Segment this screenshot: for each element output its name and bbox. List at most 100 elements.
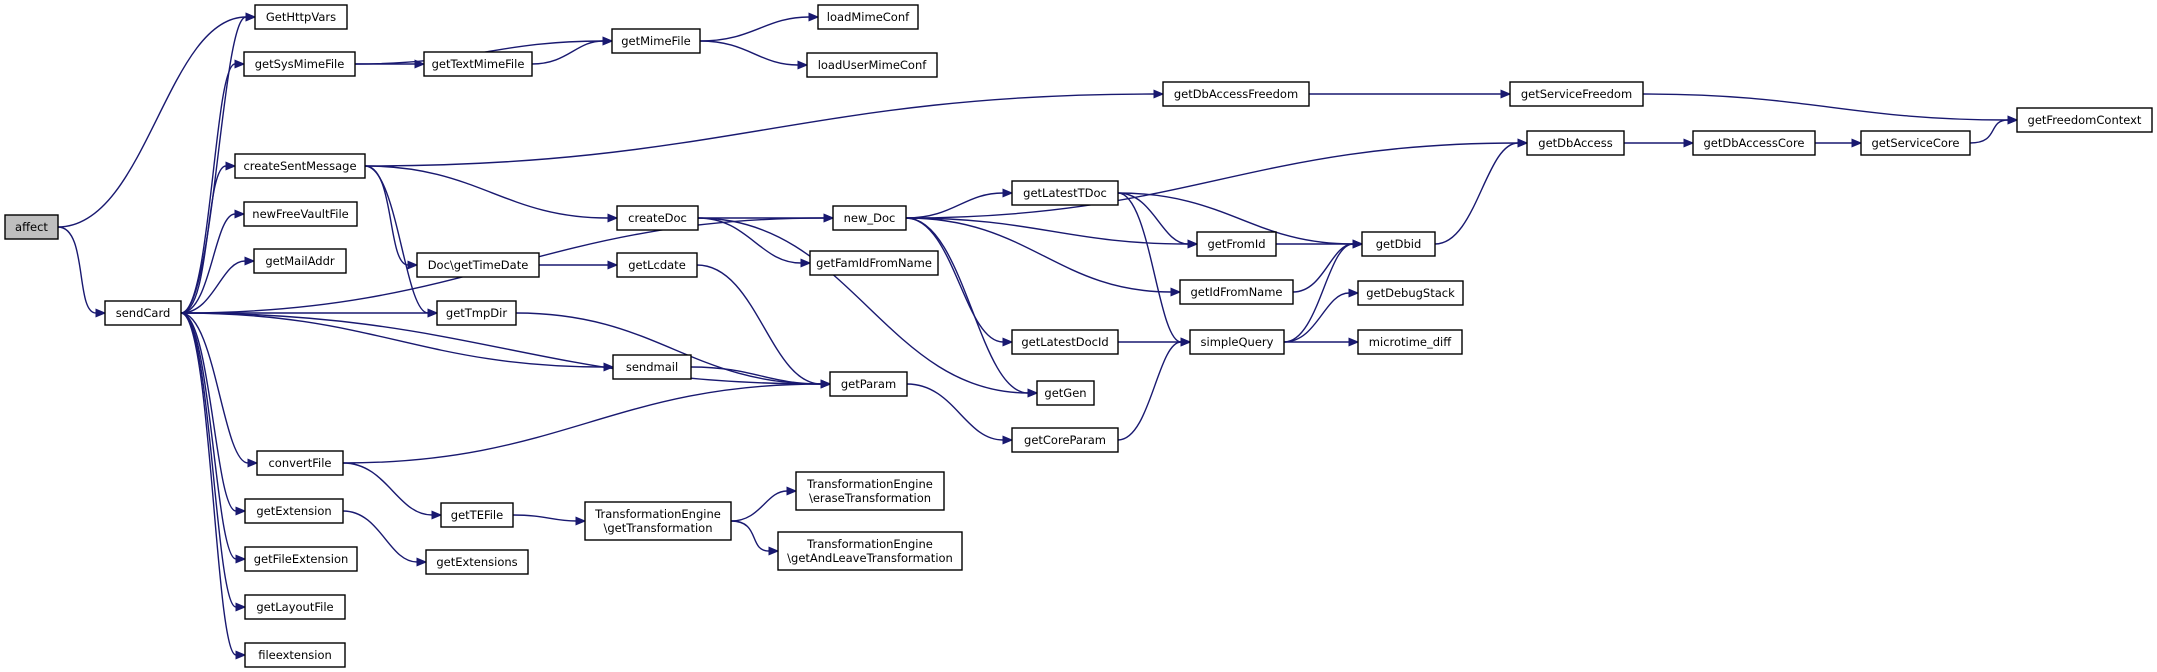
node-box: [1860, 130, 1971, 156]
node-getlatesttdoc: getLatestTDoc: [1011, 180, 1119, 206]
edge-arrowhead: [244, 256, 256, 266]
node-getcoreparam: getCoreParam: [1011, 427, 1119, 453]
edge-getservicefreedom-to-getfreedomcontext: [1642, 93, 2019, 125]
node-box: [244, 546, 358, 572]
node-getdbaccessfreedom: getDbAccessFreedom: [1162, 81, 1310, 107]
node-label: getFromId: [1207, 237, 1265, 251]
edge-new-doc-to-getlatesttdoc: [905, 188, 1014, 219]
edge-arrowhead: [607, 213, 619, 223]
edge-arrowhead: [234, 209, 246, 219]
node-getservicecore: getServiceCore: [1860, 130, 1971, 156]
edge-line: [1434, 142, 1519, 245]
edge-createsentmessage-to-getdbaccessfreedom: [364, 89, 1165, 167]
edge-arrowhead: [768, 546, 780, 556]
node-getfileextension: getFileExtension: [244, 546, 358, 572]
node-box: [817, 4, 919, 30]
edge-arrowhead: [414, 59, 426, 69]
node-label: createSentMessage: [243, 159, 356, 173]
node-label: TransformationEngine: [806, 537, 933, 551]
edge-line: [180, 312, 605, 368]
edge-line: [180, 312, 237, 560]
edge-line: [697, 217, 802, 264]
node-getservicefreedom: getServiceFreedom: [1509, 81, 1644, 107]
edge-line: [905, 217, 1189, 245]
node-createsentmessage: createSentMessage: [234, 153, 366, 179]
edge-arrowhead: [2007, 115, 2019, 125]
node-label: loadUserMimeConf: [818, 58, 928, 72]
edge-line: [180, 312, 237, 656]
edge-arrowhead: [407, 260, 419, 270]
node-sendcard: sendCard: [104, 300, 182, 326]
edge-arrowhead: [1851, 138, 1863, 148]
node-label: getServiceFreedom: [1521, 87, 1632, 101]
edge-line: [1117, 192, 1189, 245]
node-createdoc: createDoc: [616, 205, 699, 231]
edge-line: [690, 366, 822, 385]
edge-getdbaccess-to-getdbaccesscore: [1623, 138, 1695, 148]
edge-sendcard-to-convertfile: [180, 312, 259, 468]
node-label: getDbAccessCore: [1703, 136, 1804, 150]
edge-createsentmessage-to-docgettimedate: [364, 165, 419, 270]
node-getsysmimefile: getSysMimeFile: [243, 51, 356, 77]
edge-simplequery-to-getdbid: [1283, 239, 1364, 343]
edge-getcoreparam-to-simplequery: [1117, 337, 1192, 441]
edge-line: [730, 520, 770, 552]
edge-arrowhead: [800, 258, 812, 268]
edge-new-doc-to-getlatestdocid: [905, 217, 1014, 347]
edge-line: [1117, 341, 1182, 441]
node-box: [244, 642, 346, 668]
node-label: getExtensions: [436, 555, 517, 569]
node-getextension: getExtension: [244, 498, 344, 524]
edge-line: [364, 165, 429, 314]
edge-getlcdate-to-getparam: [696, 264, 832, 389]
edge-getdbaccesscore-to-getservicecore: [1814, 138, 1863, 148]
edge-line: [180, 312, 249, 464]
node-getfreedomcontext: getFreedomContext: [2016, 107, 2153, 133]
edge-line: [180, 312, 237, 512]
node-box: [1509, 81, 1644, 107]
node-getdbaccess: getDbAccess: [1526, 130, 1625, 156]
edge-arrowhead: [1170, 287, 1182, 297]
edge-arrowhead: [225, 161, 237, 171]
node-getmimefile: getMimeFile: [611, 28, 701, 54]
node-label: GetHttpVars: [266, 10, 336, 24]
edge-sendcard-to-createsentmessage: [180, 161, 237, 314]
node-teerasetransformation: TransformationEngine\eraseTransformation: [795, 471, 945, 511]
node-box: [1162, 81, 1310, 107]
edge-line: [364, 165, 409, 266]
node-label: microtime_diff: [1369, 335, 1452, 349]
edge-getmimefile-to-loadusermimeconf: [699, 40, 809, 70]
node-layer: affect GetHttpVars sendCard getSysMimeFile c…: [4, 4, 2153, 668]
edge-line: [905, 142, 1519, 219]
edge-arrowhead: [808, 12, 820, 22]
edge-simplequery-to-getdebugstack: [1283, 288, 1360, 343]
node-label: getTextMimeFile: [432, 57, 525, 71]
edge-sendcard-to-getextension: [180, 312, 247, 516]
node-box: [423, 51, 533, 77]
edge-arrowhead: [823, 213, 835, 223]
edge-line: [180, 312, 237, 608]
edge-line: [364, 93, 1155, 167]
edge-line: [696, 264, 822, 385]
node-convertfile: convertFile: [256, 450, 344, 476]
node-box: [1011, 180, 1119, 206]
edge-affect-to-gethttpvars: [57, 12, 257, 228]
node-label: getDebugStack: [1366, 286, 1455, 300]
node-getlcdate: getLcdate: [616, 252, 698, 278]
node-new-doc: new_Doc: [832, 205, 907, 231]
edge-gettextmimefile-to-getmimefile: [531, 36, 614, 65]
node-label: getTEFile: [451, 508, 503, 522]
node-box: [777, 531, 963, 571]
node-box: [243, 201, 358, 227]
edge-getsysmimefile-to-gettextmimefile: [354, 59, 426, 69]
edge-arrowhead: [245, 12, 257, 22]
node-box: [1011, 427, 1119, 453]
node-label: getSysMimeFile: [255, 57, 345, 71]
node-getdbid: getDbid: [1361, 231, 1436, 257]
edge-arrowhead: [416, 557, 428, 567]
edge-arrowhead: [1002, 435, 1014, 445]
node-affect: affect: [4, 214, 59, 240]
node-gettextmimefile: getTextMimeFile: [423, 51, 533, 77]
node-label: TransformationEngine: [594, 507, 721, 521]
node-label: getFamIdFromName: [816, 256, 932, 270]
